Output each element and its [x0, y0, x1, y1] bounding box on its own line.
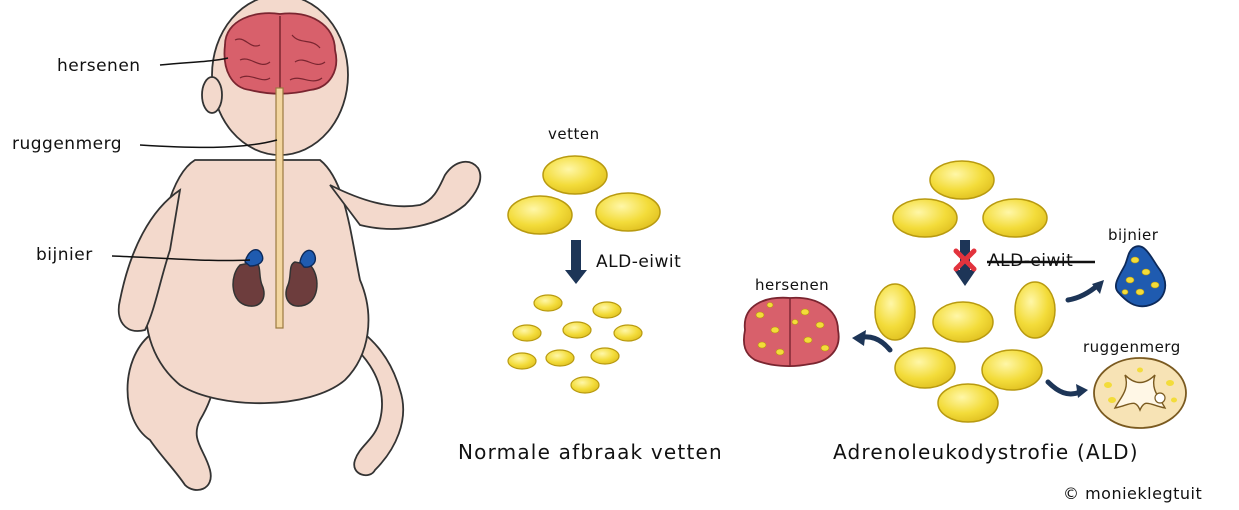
normal-enzyme-label: ALD-eiwit — [596, 252, 681, 272]
ald-label-adrenal: bijnier — [1108, 226, 1158, 244]
ald-brain-icon — [744, 298, 839, 366]
right-arm — [330, 162, 480, 229]
baby-spinal-cord — [276, 88, 283, 328]
normal-caption: Normale afbraak vetten — [458, 440, 723, 464]
ald-label-brain: hersenen — [755, 276, 829, 294]
ald-fat-droplets — [875, 161, 1055, 422]
credit-name: monieklegtuit — [1085, 484, 1202, 503]
left-ear — [202, 77, 222, 113]
ald-adrenal-icon — [1116, 246, 1165, 306]
label-adrenal: bijnier — [36, 245, 93, 265]
normal-large-fat-droplets — [508, 156, 660, 234]
normal-arrow — [565, 240, 587, 284]
label-brain: hersenen — [57, 56, 141, 76]
copyright-icon: © — [1063, 484, 1080, 503]
label-spinal-cord: ruggenmerg — [12, 134, 122, 154]
ald-spinal-cord-icon — [1094, 358, 1186, 428]
credit: © monieklegtuit — [1063, 484, 1202, 503]
normal-fats-label: vetten — [548, 125, 600, 143]
baby-brain-icon — [224, 13, 336, 94]
normal-small-fat-droplets — [508, 295, 642, 393]
ald-enzyme-label: ALD-eiwit — [988, 251, 1073, 271]
ald-caption: Adrenoleukodystrofie (ALD) — [833, 440, 1139, 464]
ald-label-spinal-cord: ruggenmerg — [1083, 338, 1181, 356]
